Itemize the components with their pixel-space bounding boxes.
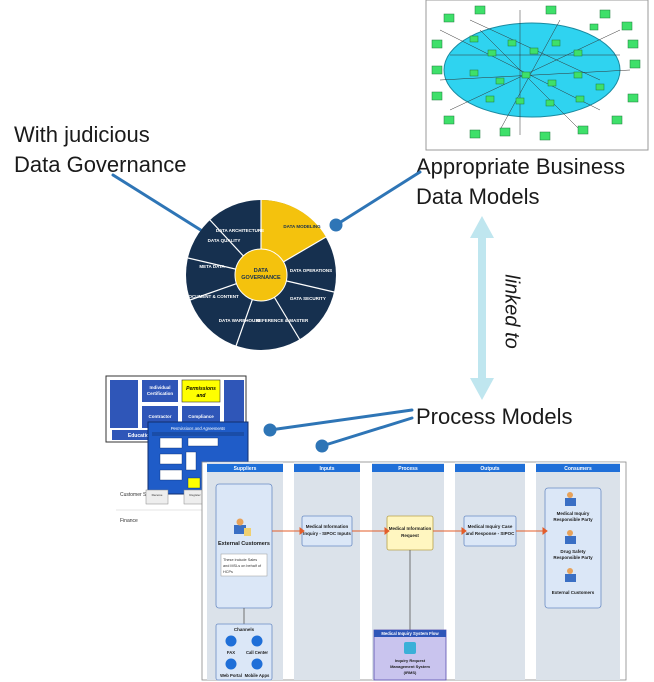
svg-text:Receive: Receive	[152, 493, 163, 497]
wheel-segment-document: DOCUMENT & CONTENT	[185, 294, 239, 299]
svg-text:Individual: Individual	[149, 385, 170, 390]
svg-text:Compliance: Compliance	[188, 414, 214, 419]
wheel-segment-quality: DATA QUALITY	[208, 238, 241, 243]
svg-text:Web Portal: Web Portal	[220, 673, 242, 678]
svg-text:Register: Register	[189, 493, 200, 497]
sipoc-diagram: Suppliers Inputs Process Outputs Consume…	[201, 461, 627, 681]
svg-text:Drug Safety: Drug Safety	[560, 549, 586, 554]
svg-text:Request: Request	[401, 533, 419, 538]
svg-text:Medical Inquiry System Flow: Medical Inquiry System Flow	[381, 631, 439, 636]
svg-text:Certification: Certification	[147, 391, 174, 396]
wheel-segment-reference: REFERENCE & MASTER	[256, 318, 309, 323]
svg-text:HCPs: HCPs	[223, 570, 233, 574]
business-data-model-thumbnail	[425, 0, 649, 151]
linked-arrow	[470, 216, 494, 400]
wheel-segment-operations: DATA OPERATIONS	[290, 268, 332, 273]
wheel-segment-warehouse: DATA WAREHOUSE	[219, 318, 261, 323]
wheel-segment-modeling: DATA MODELING	[283, 224, 321, 229]
svg-text:FAX: FAX	[227, 650, 235, 655]
supplier-label: External Customers	[218, 541, 270, 547]
process-models-caption: Process Models	[416, 404, 573, 429]
wheel-center-line2: GOVERNANCE	[241, 275, 281, 281]
svg-text:and: and	[197, 393, 207, 399]
svg-text:External Customers: External Customers	[552, 590, 595, 595]
col-process: Process	[398, 466, 418, 472]
svg-text:Responsible Party: Responsible Party	[553, 517, 593, 522]
svg-text:Inquiry - SIPOC Inputs: Inquiry - SIPOC Inputs	[303, 531, 351, 536]
wheel-segment-architecture: DATA ARCHITECTURE	[216, 228, 264, 233]
svg-text:Mobile Apps: Mobile Apps	[245, 673, 270, 678]
svg-text:Permissions and Agreements: Permissions and Agreements	[171, 426, 226, 431]
svg-text:Management System: Management System	[390, 664, 430, 669]
svg-text:Channels: Channels	[234, 627, 255, 632]
person-icon-supplier	[234, 518, 251, 536]
wheel-segment-security: DATA SECURITY	[290, 296, 326, 301]
svg-text:and Response - SIPOC: and Response - SIPOC	[466, 531, 516, 536]
wheel-center-line1: DATA	[254, 268, 268, 274]
col-outputs: Outputs	[480, 466, 499, 472]
svg-text:and MSLs on behalf of: and MSLs on behalf of	[223, 564, 262, 568]
svg-text:(IRMS): (IRMS)	[404, 670, 417, 675]
svg-text:These include Sales: These include Sales	[223, 558, 257, 562]
wheel-segment-metadata: META DATA	[199, 264, 225, 269]
permissions-diagram: Individual Certification Permissions and…	[105, 375, 249, 524]
col-consumers: Consumers	[564, 466, 592, 472]
svg-text:Medical Information: Medical Information	[306, 524, 349, 529]
person-icon-consumers	[565, 492, 576, 582]
col-suppliers: Suppliers	[234, 466, 257, 472]
svg-text:Medical Inquiry Case: Medical Inquiry Case	[468, 524, 513, 529]
svg-text:Contractor: Contractor	[148, 414, 171, 419]
svg-text:Call Center: Call Center	[246, 650, 268, 655]
svg-text:Inquiry Request: Inquiry Request	[395, 658, 426, 663]
col-inputs: Inputs	[320, 466, 335, 472]
svg-text:Medical Inquiry: Medical Inquiry	[557, 511, 590, 516]
svg-text:Education: Education	[128, 433, 152, 439]
svg-text:Finance: Finance	[120, 518, 138, 524]
governance-wheel: DATA GOVERNANCE DATA ARCHITECTURE DATA M…	[185, 199, 336, 350]
svg-text:Permissions: Permissions	[186, 386, 216, 392]
svg-text:Medical Information: Medical Information	[389, 526, 432, 531]
svg-text:Customer Services: Customer Services	[120, 492, 163, 498]
svg-text:Responsible Party: Responsible Party	[553, 555, 593, 560]
